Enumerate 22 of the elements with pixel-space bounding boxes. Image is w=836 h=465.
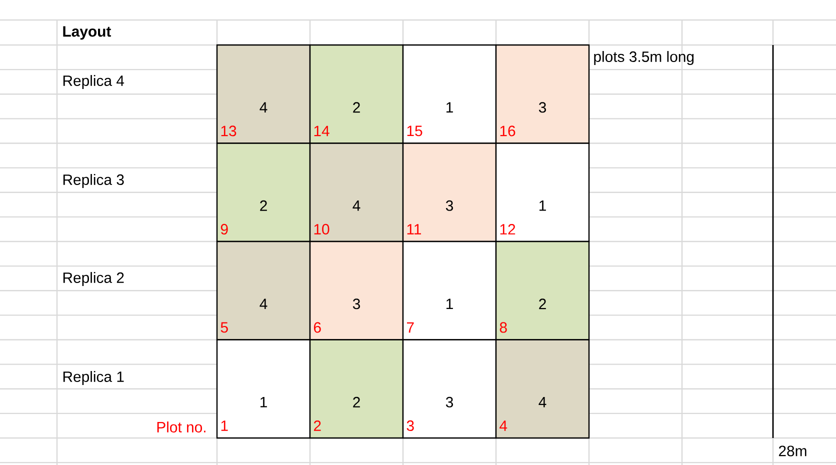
plot-box: 4 4	[495, 339, 590, 439]
plot-box: 1 1	[216, 339, 311, 439]
plot-box: 2 8	[495, 240, 590, 340]
plot-box: 3 3	[402, 339, 497, 439]
plot-box: 3 11	[402, 142, 497, 242]
plot-box: 2 14	[309, 44, 404, 144]
heading: Layout	[63, 26, 112, 40]
label: 28m	[778, 446, 806, 456]
plot-box: 4 5	[216, 240, 311, 340]
plot-box: 2 9	[216, 142, 311, 242]
label: Replica 4	[63, 75, 124, 89]
plot-box: 1 15	[402, 44, 497, 144]
label: Replica 1	[63, 371, 124, 385]
label: Replica 3	[63, 174, 124, 188]
plot-box: 1 12	[495, 142, 590, 242]
plot-box: 2 2	[309, 339, 404, 439]
plot-box: 4 13	[216, 44, 311, 144]
plot-box: 3 6	[309, 240, 404, 340]
plot-box: 4 10	[309, 142, 404, 242]
plot-box: 3 16	[495, 44, 590, 144]
label: Replica 2	[63, 272, 124, 286]
plot-box: 1 7	[402, 240, 497, 340]
